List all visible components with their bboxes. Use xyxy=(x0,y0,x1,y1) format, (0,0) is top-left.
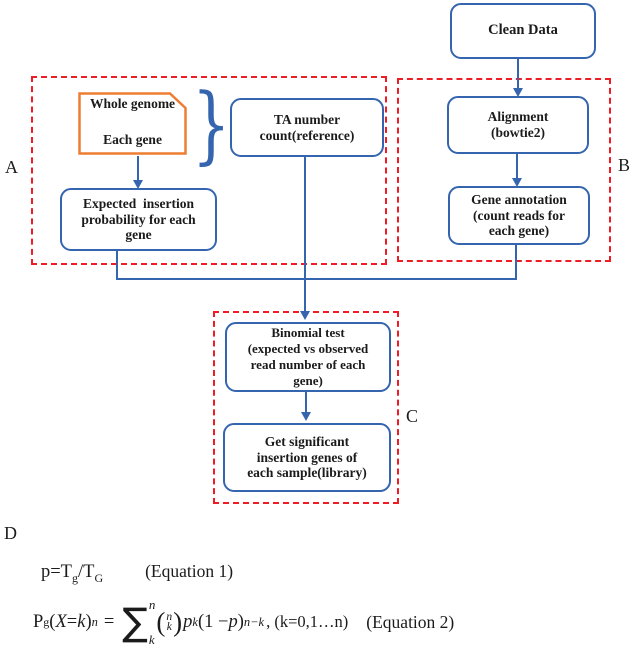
curly-brace-icon: } xyxy=(192,75,231,173)
box-whole-genome: Whole genome Each gene xyxy=(78,92,187,155)
sum-upper-limit: n xyxy=(148,597,156,612)
summation-limits: n k xyxy=(149,598,156,646)
eq2-paren: ) xyxy=(85,611,92,632)
box-clean-data: Clean Data xyxy=(450,3,596,59)
eq2-equals: = xyxy=(103,611,115,632)
eq1-subscript-G: G xyxy=(94,571,104,585)
whole-genome-line2: Each gene xyxy=(103,132,162,147)
eq2-p: p xyxy=(183,611,193,632)
box-significant-genes: Get significant insertion genes of each … xyxy=(223,423,391,492)
eq1-subscript-g: g xyxy=(71,571,78,585)
equation-1: p=Tg/TG (Equation 1) xyxy=(41,561,233,586)
whole-genome-line1: Whole genome xyxy=(89,96,176,111)
eq2-superscript-nk: n−k xyxy=(243,614,265,629)
box-binomial-test: Binomial test (expected vs observed read… xyxy=(225,322,391,392)
eq1-term: /T xyxy=(77,562,95,582)
binom-n: n xyxy=(166,610,173,623)
eq2-factor: (1 − xyxy=(197,611,229,632)
eq2-paren: ( xyxy=(156,606,166,637)
eq2-superscript-n: n xyxy=(91,614,98,629)
section-label-b: B xyxy=(618,155,631,175)
eq2-factor-p: p xyxy=(228,611,238,632)
section-label-a: A xyxy=(5,157,18,177)
equation-1-label: (Equation 1) xyxy=(145,561,234,581)
eq2-domain: , (k=0,1…n) xyxy=(266,612,349,631)
equation-2-label: (Equation 2) xyxy=(366,611,455,632)
binomial-coefficient: ( n k ) xyxy=(156,606,183,637)
eq2-equals: = xyxy=(66,611,78,632)
note-shape-icon xyxy=(78,92,187,155)
box-alignment: Alignment (bowtie2) xyxy=(447,96,589,154)
eq2-P: P xyxy=(33,611,44,632)
sum-lower-limit: k xyxy=(148,632,155,647)
eq2-paren: ( xyxy=(49,611,56,632)
box-ta-count: TA number count(reference) xyxy=(230,98,384,157)
eq2-k: k xyxy=(77,611,86,632)
eq2-paren: ) xyxy=(173,606,183,637)
section-label-c: C xyxy=(406,406,419,426)
eq2-factor: ) xyxy=(237,611,244,632)
section-label-d: D xyxy=(4,523,17,543)
eq2-superscript-k: k xyxy=(192,614,198,629)
eq1-term: p=T xyxy=(41,562,72,582)
box-gene-annotation: Gene annotation (count reads for each ge… xyxy=(448,186,590,245)
box-expected-insertion: Expected insertion probability for each … xyxy=(60,188,217,251)
eq2-subscript-g: g xyxy=(43,614,50,629)
summation-icon: ∑ xyxy=(122,600,148,644)
eq2-X: X xyxy=(55,611,67,632)
binom-k: k xyxy=(166,621,172,633)
